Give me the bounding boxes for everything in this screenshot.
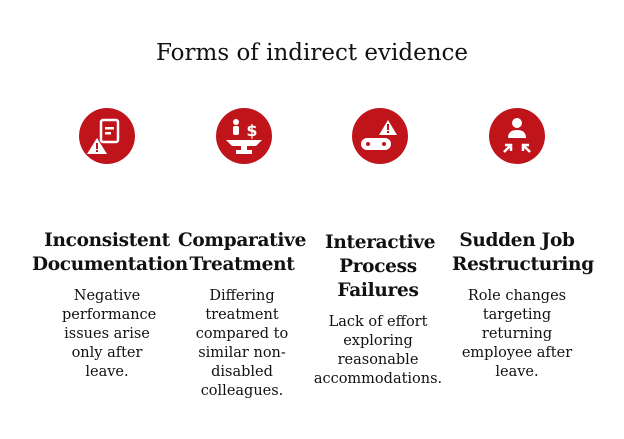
evidence-column-1: Inconsistent Documentation Negative perf… bbox=[32, 229, 188, 382]
person-money-scale-icon: $ bbox=[216, 108, 272, 164]
mechanism-warning-icon bbox=[352, 108, 408, 164]
person-restructure-icon bbox=[489, 108, 545, 164]
item-heading: Comparative Treatment bbox=[177, 230, 307, 275]
item-heading: Interactive Process Failures bbox=[325, 232, 436, 301]
page-title: Forms of indirect evidence bbox=[155, 40, 469, 66]
item-body: Lack of effort exploring reasonable acco… bbox=[313, 314, 443, 387]
evidence-column-2: Comparative Treatment Differing treatmen… bbox=[167, 229, 317, 401]
evidence-column-3: Interactive Process Failures Lack of eff… bbox=[303, 231, 453, 389]
item-body: Role changes targeting returning employe… bbox=[461, 288, 573, 380]
item-body: Negative performance issues arise only a… bbox=[62, 288, 157, 380]
svg-text:$: $ bbox=[246, 121, 257, 140]
item-heading: Inconsistent Documentation bbox=[32, 230, 188, 275]
item-body: Differing treatment compared to similar … bbox=[195, 288, 289, 399]
item-heading: Sudden Job Restructuring bbox=[452, 230, 594, 275]
evidence-column-4: Sudden Job Restructuring Role changes ta… bbox=[442, 229, 594, 382]
document-warning-icon bbox=[79, 108, 135, 164]
